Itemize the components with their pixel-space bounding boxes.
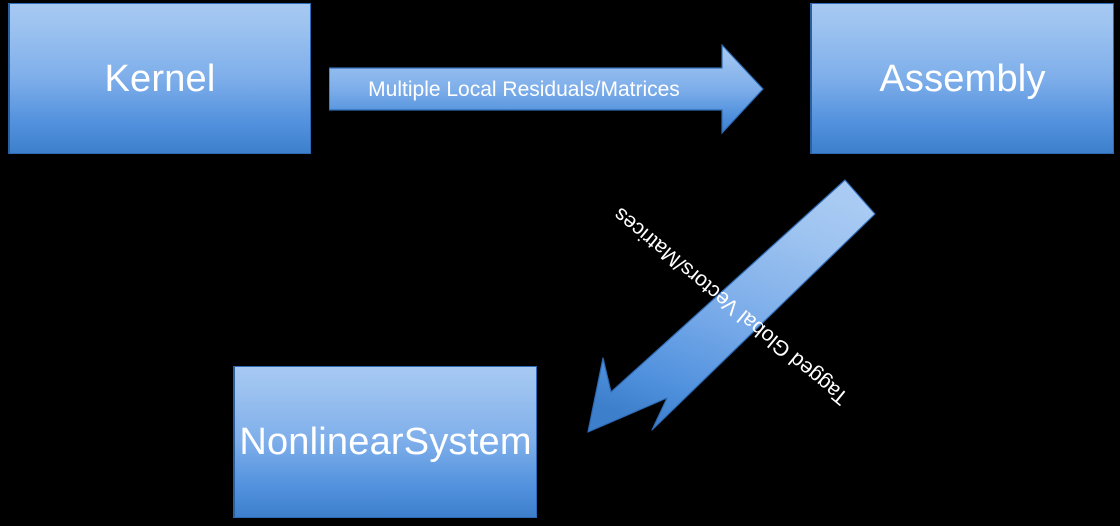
right-arrow-icon <box>329 44 764 135</box>
node-kernel-label: Kernel <box>104 57 216 100</box>
edge-kernel-to-assembly: Multiple Local Residuals/Matrices <box>329 44 765 135</box>
node-kernel[interactable]: Kernel <box>8 3 311 154</box>
node-nonlinearsystem[interactable]: NonlinearSystem <box>233 366 537 518</box>
node-assembly[interactable]: Assembly <box>810 3 1114 154</box>
node-assembly-label: Assembly <box>879 57 1046 100</box>
down-left-arrow-icon <box>587 179 876 433</box>
edge-assembly-to-nonlinearsystem: Tagged Global Vectors/Matrices <box>583 172 879 440</box>
node-nonlinearsystem-label: NonlinearSystem <box>239 421 532 463</box>
